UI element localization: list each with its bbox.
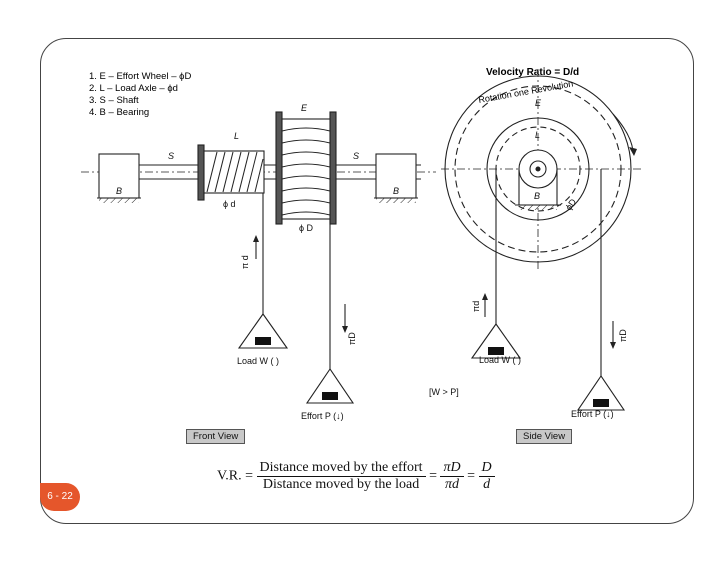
- formula-equals-2: =: [467, 468, 476, 484]
- side-view: [441, 69, 641, 411]
- front-load-distance: π d: [240, 255, 250, 269]
- wheel-and-axle-diagram: 1. E – Effort Wheel – ϕD 2. L – Load Axl…: [81, 67, 641, 421]
- legend-item-load-axle: 2. L – Load Axle – ϕd: [89, 83, 178, 94]
- side-load-pan: [470, 323, 522, 359]
- front-effort-distance: πD: [347, 332, 357, 345]
- right-bearing: [375, 153, 417, 199]
- slide-frame: 1. E – Effort Wheel – ϕD 2. L – Load Axl…: [40, 38, 694, 524]
- front-effort-text: Effort P (↓): [301, 411, 344, 421]
- front-wheel-diameter: ϕ D: [299, 223, 314, 233]
- front-bearing-label-right: B: [393, 186, 399, 196]
- velocity-ratio-formula: V.R. = Distance moved by the effort Dist…: [217, 460, 495, 493]
- formula-d-denominator: d: [483, 477, 491, 492]
- front-view: [81, 111, 436, 404]
- rotation-label: Rotation one Revolution: [478, 78, 574, 105]
- front-shaft-label: S: [168, 151, 174, 161]
- side-load-text: Load W ( ): [479, 355, 521, 365]
- front-load-text: Load W ( ): [237, 356, 279, 366]
- side-load-distance: πd: [471, 301, 481, 312]
- side-wheel-label: E: [535, 98, 542, 108]
- formula-fraction-distance: Distance moved by the effort Distance mo…: [256, 460, 426, 493]
- front-load-pan: [237, 313, 289, 349]
- side-bearing-label: B: [534, 191, 540, 201]
- side-view-tag: Side View: [516, 429, 573, 444]
- side-wheel-diameter: ϕD: [563, 197, 578, 213]
- side-effort-wheel: [444, 75, 632, 263]
- front-bearing-label-left: B: [116, 186, 122, 196]
- page-number-badge: 6 - 22: [40, 483, 80, 511]
- front-shaft-label-right: S: [353, 151, 359, 161]
- front-axle-diameter: ϕ d: [223, 199, 236, 209]
- load-axle: [203, 150, 265, 194]
- formula-equals-1: =: [429, 468, 437, 484]
- formula-denominator: Distance moved by the load: [262, 477, 420, 492]
- formula-numerator: Distance moved by the effort: [256, 460, 426, 477]
- formula-pi-denominator: πd: [445, 477, 460, 492]
- front-view-tag: Front View: [186, 429, 246, 444]
- side-load-axle: [486, 117, 590, 221]
- velocity-ratio-title: Velocity Ratio = D/d: [486, 67, 579, 78]
- front-wheel-label: E: [301, 103, 308, 113]
- side-axle-label: L: [535, 130, 540, 140]
- legend-item-shaft: 3. S – Shaft: [89, 95, 139, 106]
- side-effort-text: Effort P (↓): [571, 409, 614, 419]
- formula-d-numerator: D: [478, 460, 495, 477]
- legend-item-effort-wheel: 1. E – Effort Wheel – ϕD: [89, 71, 191, 82]
- side-effort-pan: [576, 375, 626, 411]
- side-effort-distance: πD: [618, 329, 628, 342]
- front-view-labels: S S B B L E ϕ d ϕ D π d πD Load W ( ) Ef…: [116, 103, 399, 421]
- effort-wheel: [281, 118, 331, 220]
- left-bearing: [98, 153, 140, 199]
- formula-fraction-pi: πD πd: [440, 460, 464, 493]
- legend-item-bearing: 4. B – Bearing: [89, 107, 149, 118]
- front-effort-pan: [305, 368, 355, 404]
- formula-lhs: V.R. =: [217, 468, 254, 484]
- formula-pi-numerator: πD: [440, 460, 464, 477]
- front-axle-label: L: [234, 131, 239, 141]
- formula-fraction-diameter: D d: [478, 460, 495, 493]
- side-view-labels: E L B ϕD πd πD Load W ( ) Effort P (↓) […: [429, 98, 628, 419]
- condition-text: [W > P]: [429, 387, 459, 397]
